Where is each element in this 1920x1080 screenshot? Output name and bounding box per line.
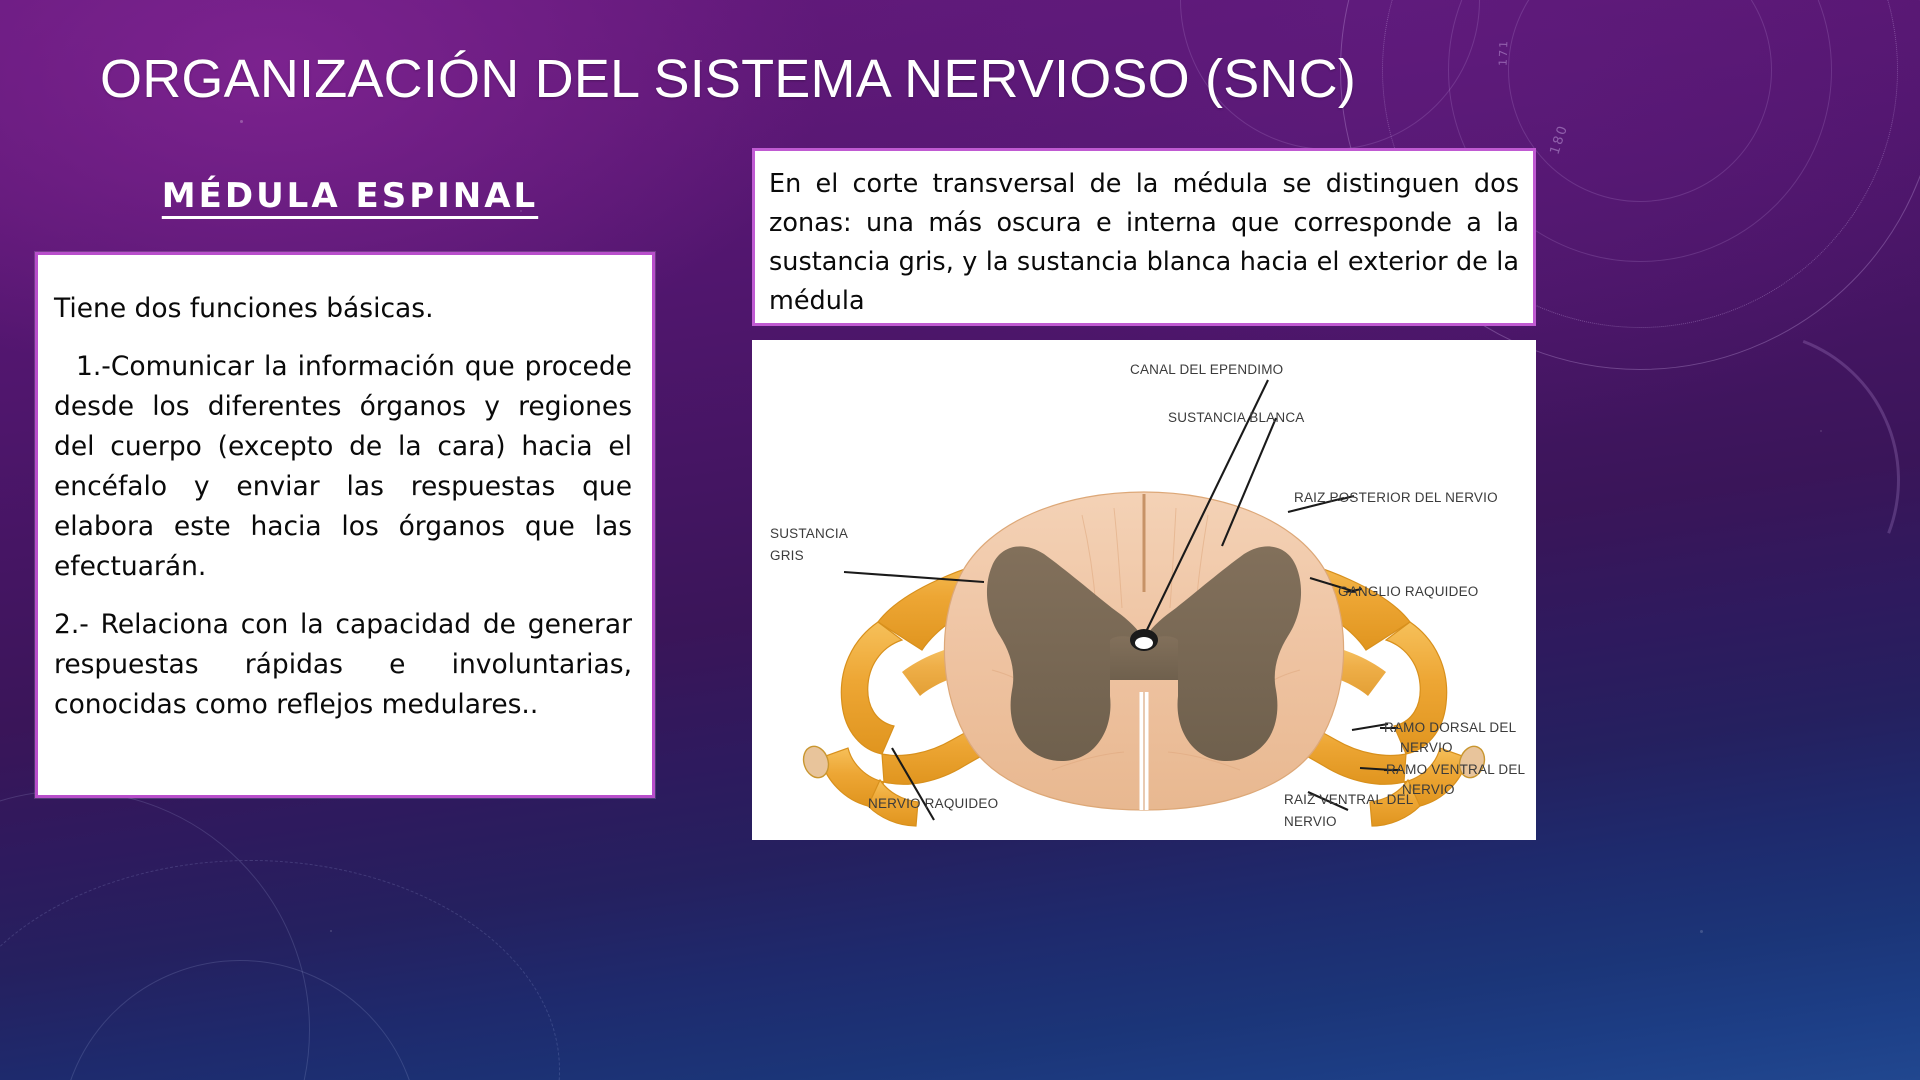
label-ganglio-raquideo: GANGLIO RAQUIDEO xyxy=(1338,584,1478,599)
figure-leader-lines xyxy=(843,379,1393,821)
label-raiz-ventral-cont: NERVIO xyxy=(1284,814,1337,829)
paragraph-intro: Tiene dos funciones básicas. xyxy=(54,293,434,324)
label-ramo-ventral: RAMO VENTRAL DEL xyxy=(1386,762,1526,777)
label-gris: GRIS xyxy=(770,548,804,563)
background-speck xyxy=(1700,930,1703,933)
left-content-box: Tiene dos funciones básicas. 1.-Comunica… xyxy=(35,252,655,798)
label-canal-del-ependimo: CANAL DEL EPENDIMO xyxy=(1130,362,1283,377)
background-speck xyxy=(520,210,522,212)
label-sustancia-blanca: SUSTANCIA BLANCA xyxy=(1168,410,1305,425)
label-raiz-posterior: RAIZ POSTERIOR DEL NERVIO xyxy=(1294,490,1498,505)
label-nervio-raquideo: NERVIO RAQUIDEO xyxy=(868,796,998,811)
paragraph-function-2: 2.- Relaciona con la capacidad de genera… xyxy=(54,609,632,720)
label-ramo-ventral-cont: NERVIO xyxy=(1402,782,1455,797)
label-ramo-dorsal: RAMO DORSAL DEL xyxy=(1384,720,1517,735)
paragraph-function-1: 1.-Comunicar la información que procede … xyxy=(54,351,632,582)
right-description-box: En el corte transversal de la médula se … xyxy=(752,148,1536,326)
paragraph-cross-section: En el corte transversal de la médula se … xyxy=(769,169,1519,316)
spinal-cord-cross-section-svg: CANAL DEL EPENDIMO SUSTANCIA BLANCA RAIZ… xyxy=(752,340,1536,840)
background-speck xyxy=(240,120,243,123)
spinal-cord-figure: CANAL DEL EPENDIMO SUSTANCIA BLANCA RAIZ… xyxy=(752,340,1536,840)
label-raiz-ventral: RAIZ VENTRAL DEL xyxy=(1284,792,1414,807)
dial-number: 171 xyxy=(1496,38,1511,67)
background-speck xyxy=(1820,430,1822,432)
section-subtitle: MÉDULA ESPINAL xyxy=(161,176,539,216)
label-sustancia: SUSTANCIA xyxy=(770,526,848,541)
label-ramo-dorsal-cont: NERVIO xyxy=(1400,740,1453,755)
background-speck xyxy=(700,60,702,62)
slide-title: ORGANIZACIÓN DEL SISTEMA NERVIOSO (SNC) xyxy=(100,49,1356,109)
